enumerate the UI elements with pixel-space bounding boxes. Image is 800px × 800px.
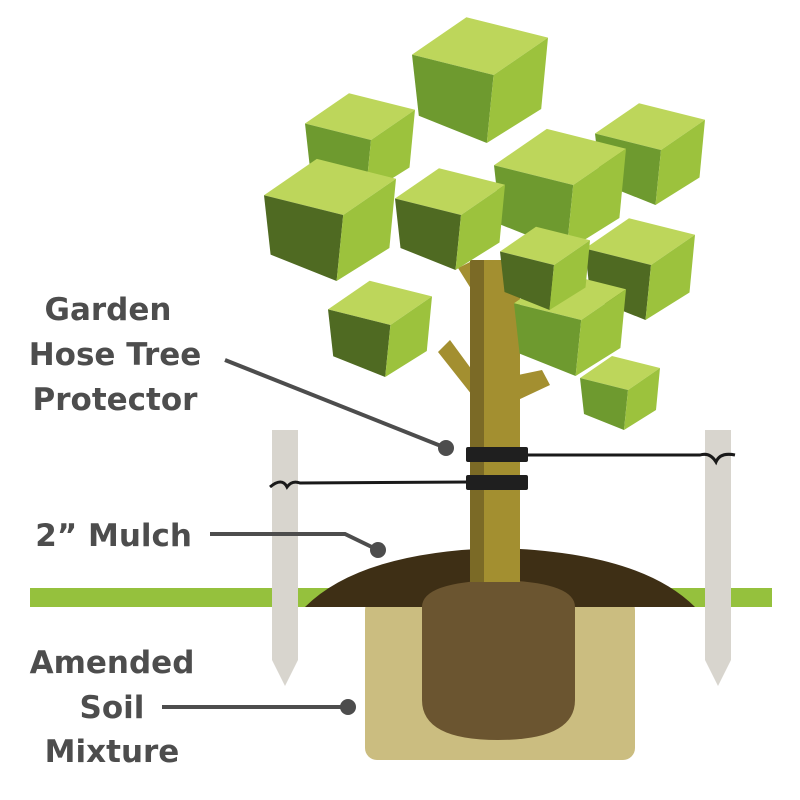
leaf-cube-face [305,93,415,140]
soil-label-line2: Soil [80,690,145,726]
leaf-cube [580,356,660,430]
leaf-cube-face [500,226,590,265]
leaf-cube-face [264,195,344,281]
trunk-shadow [470,260,484,582]
soil-leader-dot [340,699,356,715]
leaf-cube-face [328,309,391,377]
leaf-cube-face [385,296,432,377]
mulch-leader-line [210,532,379,552]
leaf-cube-face [328,280,432,325]
right-tie-wire [528,452,736,466]
leaf-cube-face [580,356,660,390]
leaf-cube-face [575,289,626,376]
leaf-cube-face [514,303,582,376]
leaf-cube-face [455,184,505,270]
leaf-cube-face [494,128,626,185]
left-branch [438,340,472,395]
right-branch [518,370,550,400]
leaf-cube-face [549,240,590,310]
leaf-cube-face [412,54,494,143]
protector-label-line2: Hose Tree [29,337,202,373]
left-tie-wire [269,480,471,490]
mulch-leader-dot [370,542,386,558]
leaf-cube-face [655,119,705,205]
protector-label-line1: Garden [45,292,172,328]
soil-label-line3: Mixture [45,734,180,770]
leaf-cube-face [645,234,695,320]
tree-canopy [264,17,705,430]
leaf-cube-face [264,158,396,215]
leaf-cube-face [624,368,660,430]
leaf-cube-face [595,103,705,150]
hose-protector-lower [466,475,528,490]
leaf-cube-face [365,109,415,195]
protector-leader-line [224,358,447,450]
leaf-cube [494,128,626,251]
root-ball [422,578,575,740]
soil-label-line1: Amended [30,645,195,681]
hose-protector-upper [466,447,528,462]
leaf-cube-face [395,168,505,215]
protector-leader-dot [438,440,454,456]
leaf-cube-face [585,218,695,265]
leaf-cube-face [395,198,461,270]
leaf-cube-face [500,251,554,310]
leaf-cube [328,280,432,377]
leaf-cube [412,17,548,143]
leaf-cube-face [566,148,626,251]
leaf-cube-face [494,165,574,251]
left-stake [272,430,298,686]
right-stake [705,430,731,686]
leaf-cube [264,158,396,281]
protector-label-line3: Protector [33,382,199,418]
mulch-label: 2” Mulch [35,518,192,554]
leaf-cube-face [336,178,396,281]
leaf-cube-face [486,37,548,143]
leaf-cube [514,272,626,376]
leaf-cube-face [580,378,628,430]
leaf-cube [395,168,505,270]
leaf-cube [500,226,590,310]
leaf-cube-face [412,17,548,75]
